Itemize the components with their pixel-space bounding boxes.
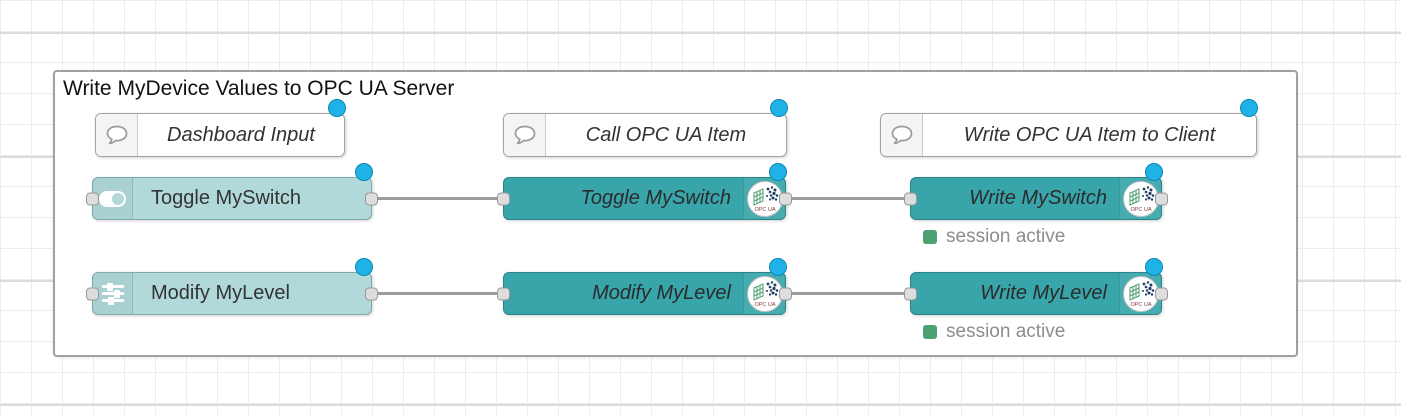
status-dot-icon [923, 230, 937, 244]
comment-node-dashboard-input[interactable]: Dashboard Input [95, 99, 346, 157]
wire[interactable] [786, 292, 910, 295]
output-port[interactable] [1155, 287, 1168, 300]
input-port[interactable] [497, 192, 510, 205]
toggle-switch-icon [93, 178, 133, 219]
input-port[interactable] [86, 287, 99, 300]
comment-icon-section [504, 114, 546, 156]
status-label: session active [946, 321, 1066, 342]
speech-bubble-icon [106, 125, 127, 145]
changed-indicator [1145, 258, 1163, 276]
changed-indicator [1240, 99, 1258, 117]
node-write-mylevel[interactable]: Write MyLevel OPC UA [904, 258, 1168, 315]
comment-node-write-opcua-item[interactable]: Write OPC UA Item to Client [880, 99, 1258, 157]
node-modify-mylevel-ui[interactable]: Modify MyLevel [86, 258, 378, 315]
status-label: session active [946, 226, 1066, 247]
changed-indicator [355, 163, 373, 181]
output-port[interactable] [779, 287, 792, 300]
node-label: Modify MyLevel [151, 282, 290, 304]
node-call-toggle-myswitch[interactable]: Toggle MySwitch OPC UA [497, 163, 792, 220]
output-port[interactable] [1155, 192, 1168, 205]
output-port[interactable] [365, 287, 378, 300]
comment-label: Call OPC UA Item [585, 123, 747, 146]
input-port[interactable] [904, 287, 917, 300]
status-dot-icon [923, 325, 937, 339]
node-write-myswitch[interactable]: Write MySwitch OPC UA [904, 163, 1168, 220]
node-label: Toggle MySwitch [580, 187, 731, 209]
opcua-logo-icon: OPC UA [1119, 178, 1161, 219]
changed-indicator [328, 99, 346, 117]
comment-label: Dashboard Input [167, 123, 315, 146]
changed-indicator [769, 163, 787, 181]
node-toggle-myswitch-ui[interactable]: Toggle MySwitch [86, 163, 378, 220]
group-title: Write MyDevice Values to OPC UA Server [63, 77, 455, 100]
changed-indicator [355, 258, 373, 276]
changed-indicator [1145, 163, 1163, 181]
wire[interactable] [786, 197, 910, 200]
changed-indicator [770, 99, 788, 117]
wire[interactable] [372, 292, 503, 295]
node-label: Modify MyLevel [592, 282, 731, 304]
node-status: session active [923, 226, 1065, 248]
input-port[interactable] [86, 192, 99, 205]
speech-bubble-icon [514, 125, 535, 145]
changed-indicator [769, 258, 787, 276]
wire[interactable] [372, 197, 503, 200]
input-port[interactable] [904, 192, 917, 205]
speech-bubble-icon [891, 125, 912, 145]
sliders-icon [93, 273, 133, 314]
comment-label: Write OPC UA Item to Client [963, 123, 1216, 146]
svg-text:OPC UA: OPC UA [754, 302, 775, 308]
node-label: Write MyLevel [980, 282, 1107, 304]
comment-node-call-opcua-item[interactable]: Call OPC UA Item [503, 99, 788, 157]
node-status: session active [923, 321, 1065, 343]
comment-icon-section [881, 114, 923, 156]
opcua-logo-icon: OPC UA [743, 178, 785, 219]
output-port[interactable] [779, 192, 792, 205]
svg-text:OPC UA: OPC UA [754, 207, 775, 213]
opcua-logo-icon: OPC UA [1119, 273, 1161, 314]
svg-text:OPC UA: OPC UA [1130, 302, 1151, 308]
node-call-modify-mylevel[interactable]: Modify MyLevel OPC UA [497, 258, 792, 315]
comment-icon-section [96, 114, 138, 156]
node-label: Toggle MySwitch [151, 187, 302, 209]
node-label: Write MySwitch [969, 187, 1107, 209]
output-port[interactable] [365, 192, 378, 205]
opcua-logo-icon: OPC UA [743, 273, 785, 314]
input-port[interactable] [497, 287, 510, 300]
svg-text:OPC UA: OPC UA [1130, 207, 1151, 213]
